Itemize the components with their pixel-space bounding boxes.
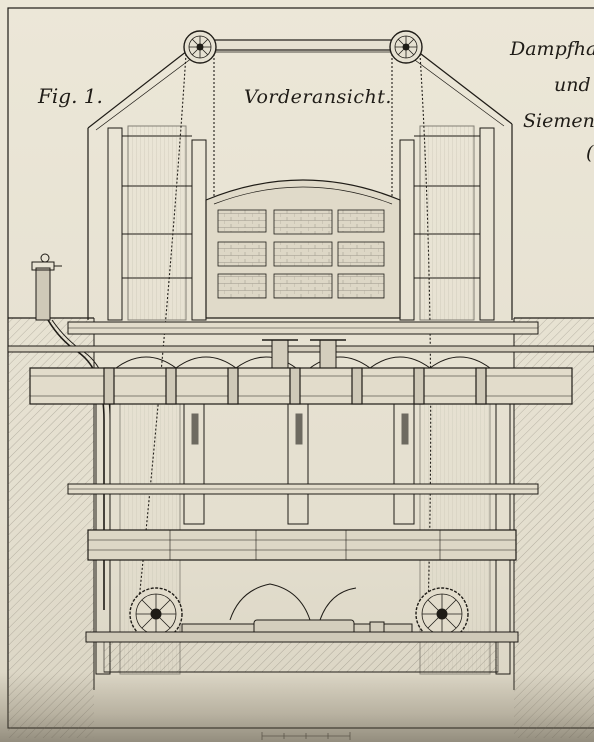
arched-girder xyxy=(115,339,491,371)
title-line-1: Dampfha xyxy=(510,38,594,60)
upper-frame xyxy=(107,125,495,321)
lower-platform xyxy=(87,529,517,561)
pulley-left-icon xyxy=(183,30,217,64)
drive-shaft xyxy=(181,583,413,637)
middle-rail xyxy=(67,483,539,495)
pulley-right-icon xyxy=(389,30,423,64)
figure-number: Fig. 1. xyxy=(38,84,103,108)
page-fold-shadow xyxy=(0,672,594,742)
title-line-4: ( xyxy=(586,142,594,164)
view-caption: Vorderansicht. xyxy=(244,86,392,108)
foundation xyxy=(85,631,519,673)
title-line-3: Siemen xyxy=(523,110,594,132)
main-beam xyxy=(29,367,573,405)
door-brick-panels xyxy=(217,209,385,299)
top-rail xyxy=(7,321,594,353)
title-line-2: und xyxy=(554,74,591,96)
